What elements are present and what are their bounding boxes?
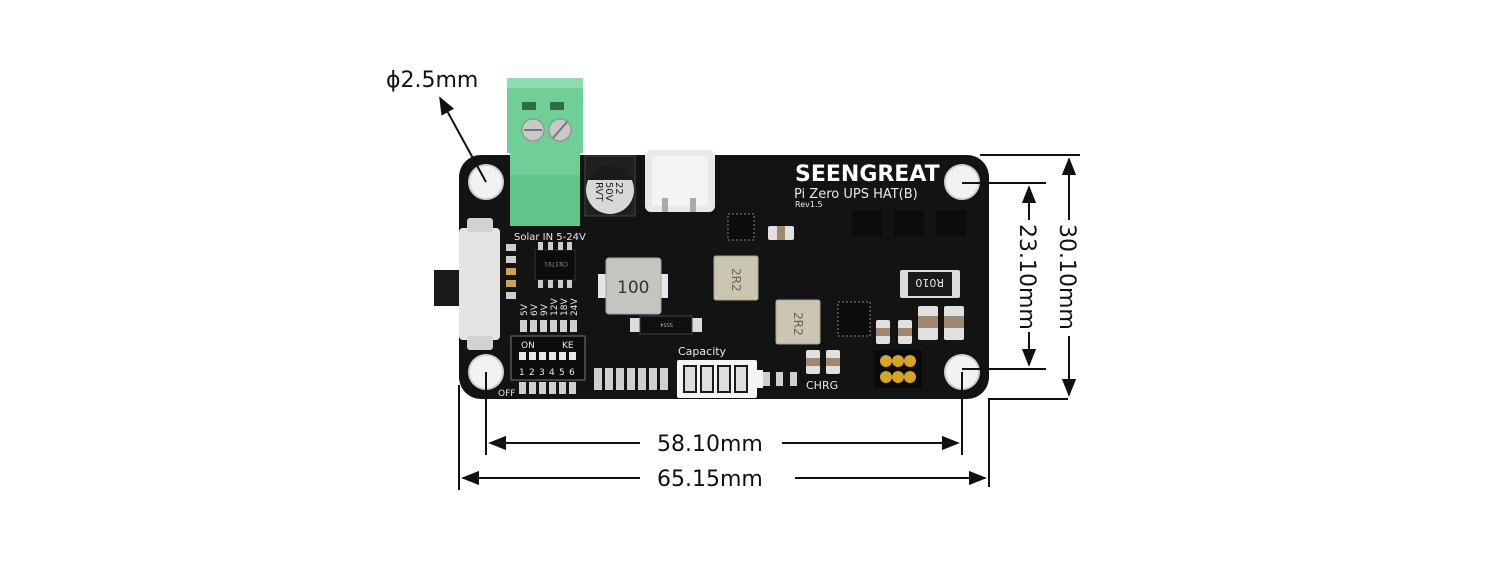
voltage-label-18v: 18V [560,298,570,316]
dip-number-6: 6 [569,368,575,378]
hole-spacing-height-dimension: 23.10mm [962,182,1046,370]
battery-capacity-indicator [677,360,763,398]
dip-switch: ON KE 1 2 3 4 5 6 [510,335,586,381]
brand-logo-text: SEENGREAT [795,162,940,187]
dip-number-3: 3 [539,368,545,378]
inductor-2r2-a: 2R2 [713,255,759,301]
dip-number-2: 2 [529,368,535,378]
voltage-label-12v: 12V [550,298,560,316]
inductor-main: 100 [598,257,668,315]
dip-ke-label: KE [562,341,574,351]
revision-label: Rev1.5 [795,200,823,209]
dip-bottom-pads [519,382,576,394]
voltage-resistor-row [520,320,577,332]
solar-terminal-block [507,78,583,226]
voltage-label-5v: 5V [520,303,530,316]
dip-number-4: 4 [549,368,555,378]
capacity-label: Capacity [678,345,727,358]
pogo-pin-pads [874,350,922,388]
board-width-dimension: 65.15mm [458,385,1068,492]
usb-c-connector [645,150,715,212]
charger-ic-marking: CN3791 [544,260,568,267]
capacitor-series: RVT [593,182,604,202]
inductor-2r2-b-marking: 2R2 [791,312,805,336]
mosfet-2 [894,210,924,236]
slide-switch [434,218,500,350]
ceramic-capacitors [768,226,964,374]
left-resistor-column [506,244,516,299]
mosfet-3 [936,210,966,236]
voltage-label-24v: 24V [570,298,580,316]
shunt-resistor-marking: R010 [915,276,944,289]
inductor-main-marking: 100 [617,278,649,298]
product-name: Pi Zero UPS HAT(B) [794,187,918,202]
hole-diameter-label: ϕ2.5mm [386,68,478,93]
capacitor-voltage: 50V [603,182,614,202]
chrg-label: CHRG [806,379,838,392]
inductor-2r2-b: 2R2 [775,299,821,345]
capacitor-value: 22 [613,182,624,195]
hole-spacing-width-label: 58.10mm [657,432,763,457]
hole-spacing-width-dimension: 58.10mm [485,372,963,457]
inductor-2r2-a-marking: 2R2 [729,268,743,292]
diode-marking: SS54 [660,321,673,327]
bottom-resistor-row [594,368,797,390]
qfn-ic-right [837,301,871,337]
electrolytic-capacitor: 22 50V RVT [584,155,636,217]
board-height-label: 30.10mm [1054,224,1079,330]
solar-input-label: Solar IN 5-24V [514,232,586,243]
dip-number-5: 5 [559,368,565,378]
off-label: OFF [498,389,515,399]
diode: SS54 [630,315,702,335]
hole-spacing-height-label: 23.10mm [1014,224,1039,330]
dip-on-label: ON [521,341,535,351]
mosfet-1 [852,210,882,236]
dip-number-1: 1 [519,368,525,378]
voltage-label-6v: 6V [530,303,540,316]
board-height-dimension: 30.10mm [980,154,1080,397]
hole-diameter-callout: ϕ2.5mm [386,68,487,183]
voltage-label-9v: 9V [540,303,550,316]
shunt-resistor: R010 [900,270,960,298]
board-width-label: 65.15mm [657,467,763,492]
voltage-select-labels: 5V 6V 9V 12V 18V 24V [520,298,580,316]
charger-ic: CN3791 [534,242,576,288]
qfn-ic-top [727,213,755,241]
pcb-board: Solar IN 5-24V 22 50V RVT SEENGREAT Pi Z… [434,78,989,399]
